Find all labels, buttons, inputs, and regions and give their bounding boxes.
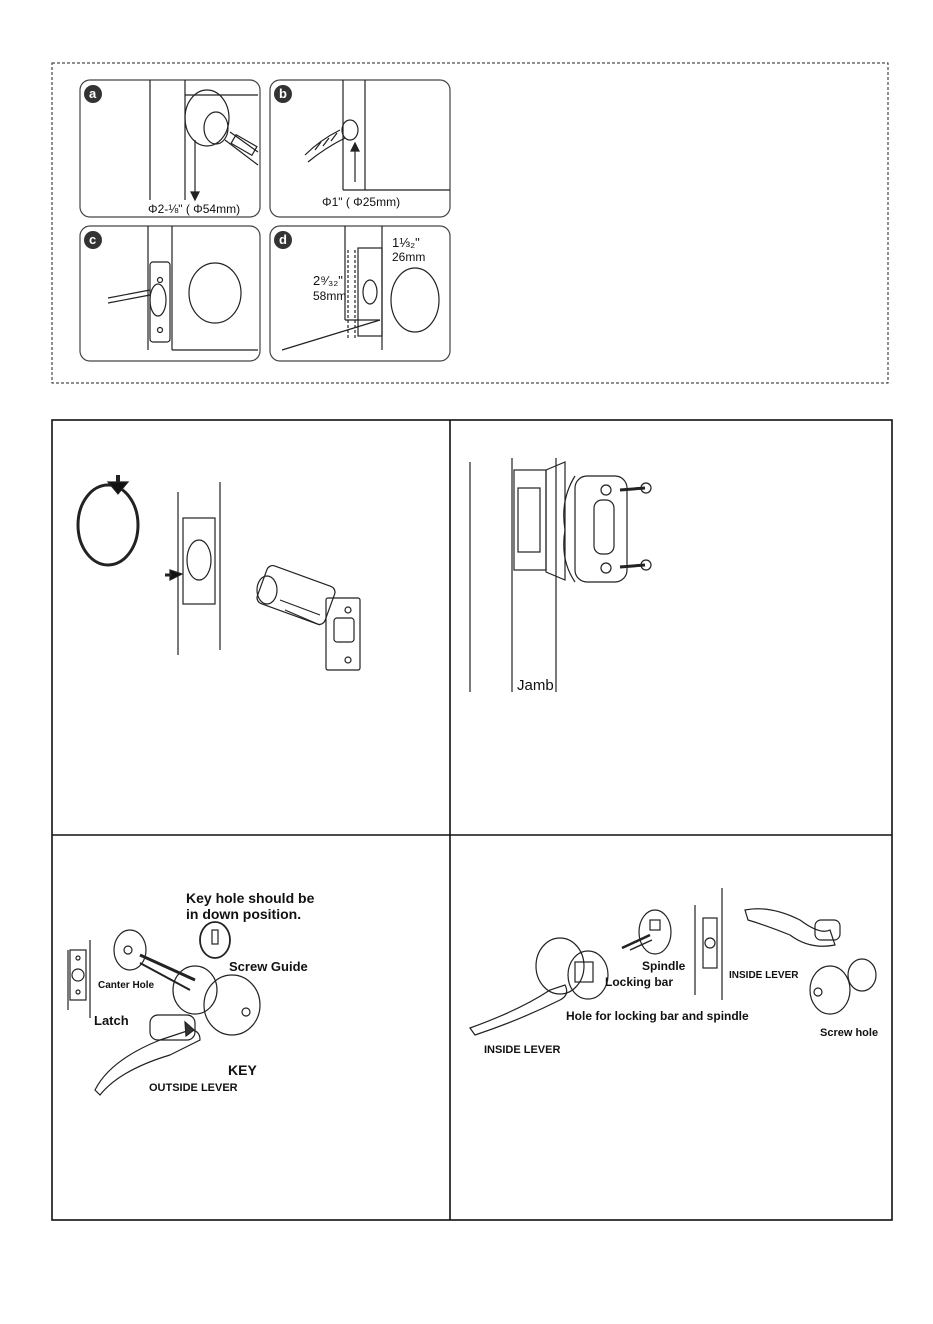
- outside-lever-label: OUTSIDE LEVER: [149, 1083, 238, 1094]
- step1-frame: [52, 63, 888, 383]
- panel-d-width-in: 1⅓₂": [392, 236, 420, 249]
- panel-b-badge-label: b: [279, 87, 287, 100]
- keyhole-note-line1: Key hole should be: [186, 891, 314, 905]
- center-hole-label: Canter Hole: [98, 981, 154, 991]
- panel-d-height-mm: 58mm: [313, 290, 346, 302]
- jamb-label: Jamb: [517, 678, 554, 693]
- locking-bar-label: Locking bar: [605, 976, 673, 988]
- screw-hole-label: Screw hole: [820, 1028, 878, 1039]
- panel-a-drill-face-hole: [80, 80, 260, 217]
- panel-b-dimension: Φ1" ( Φ25mm): [322, 196, 400, 208]
- step2-latch-illustration: [78, 475, 360, 670]
- screw-guide-label: Screw Guide: [229, 960, 308, 973]
- panel-c-badge-label: c: [89, 233, 96, 246]
- panel-d-width-mm: 26mm: [392, 251, 425, 263]
- panel-c-insert-latch: [80, 226, 260, 361]
- hole-label: Hole for locking bar and spindle: [566, 1010, 749, 1022]
- panel-a-dimension: Φ2-⅛" ( Φ54mm): [148, 203, 240, 215]
- panel-d-chisel-recess: [270, 226, 450, 361]
- step3-strike-illustration: [470, 458, 651, 692]
- latch-label: Latch: [94, 1014, 129, 1027]
- inside-lever-left-label: INSIDE LEVER: [484, 1045, 560, 1056]
- keyhole-note-line2: in down position.: [186, 907, 301, 921]
- inside-lever-right-label: INSIDE LEVER: [729, 971, 798, 981]
- key-label: KEY: [228, 1063, 257, 1077]
- panel-d-badge-label: d: [279, 233, 287, 246]
- panel-a-badge-label: a: [89, 87, 96, 100]
- spindle-label: Spindle: [642, 960, 685, 972]
- panel-d-height-in: 2⁹⁄₃₂": [313, 274, 343, 287]
